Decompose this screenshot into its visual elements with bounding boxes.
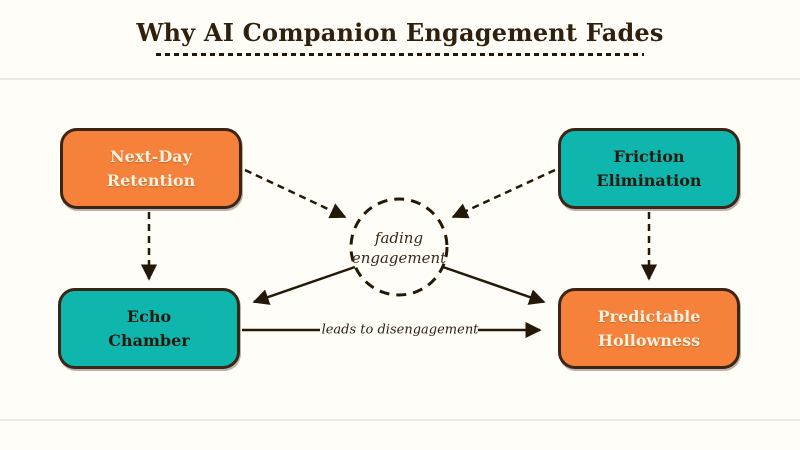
title-dashed-underline	[156, 53, 644, 56]
header: Why AI Companion Engagement Fades	[0, 18, 800, 47]
node-label-line1: Next-Day	[110, 147, 192, 167]
node-label-line2: Hollowness	[597, 330, 701, 350]
bottom-divider-line	[0, 419, 800, 421]
disengagement-edge-label: leads to disengagement	[321, 322, 479, 338]
node-next-day-retention: Next-Day Retention	[60, 128, 242, 209]
arrow-hub-to-echo-chamber	[252, 265, 356, 305]
node-label-line2: Retention	[106, 170, 196, 190]
node-echo-chamber: Echo Chamber	[58, 288, 240, 369]
arrow-hub-to-hollowness	[442, 265, 546, 305]
fading-engagement-circle	[349, 197, 449, 297]
node-label-line2: Chamber	[108, 330, 190, 350]
node-friction-elimination: Friction Elimination	[558, 128, 740, 209]
arrow-friction-to-hub	[451, 168, 556, 219]
hub-label-line1: fading	[374, 228, 424, 247]
top-divider-line	[0, 78, 800, 80]
node-label-line1: Friction	[613, 147, 685, 167]
hub-label-line2: engagement	[351, 249, 447, 267]
page-title: Why AI Companion Engagement Fades	[136, 18, 664, 47]
node-label-line2: Elimination	[596, 170, 702, 190]
arrow-retention-to-hub	[244, 168, 347, 219]
fading-engagement-label: fading engagement	[349, 224, 449, 272]
node-label-line1: Predictable	[597, 307, 701, 327]
node-predictable-hollowness: Predictable Hollowness	[558, 288, 740, 369]
node-label-line1: Echo	[126, 307, 172, 327]
